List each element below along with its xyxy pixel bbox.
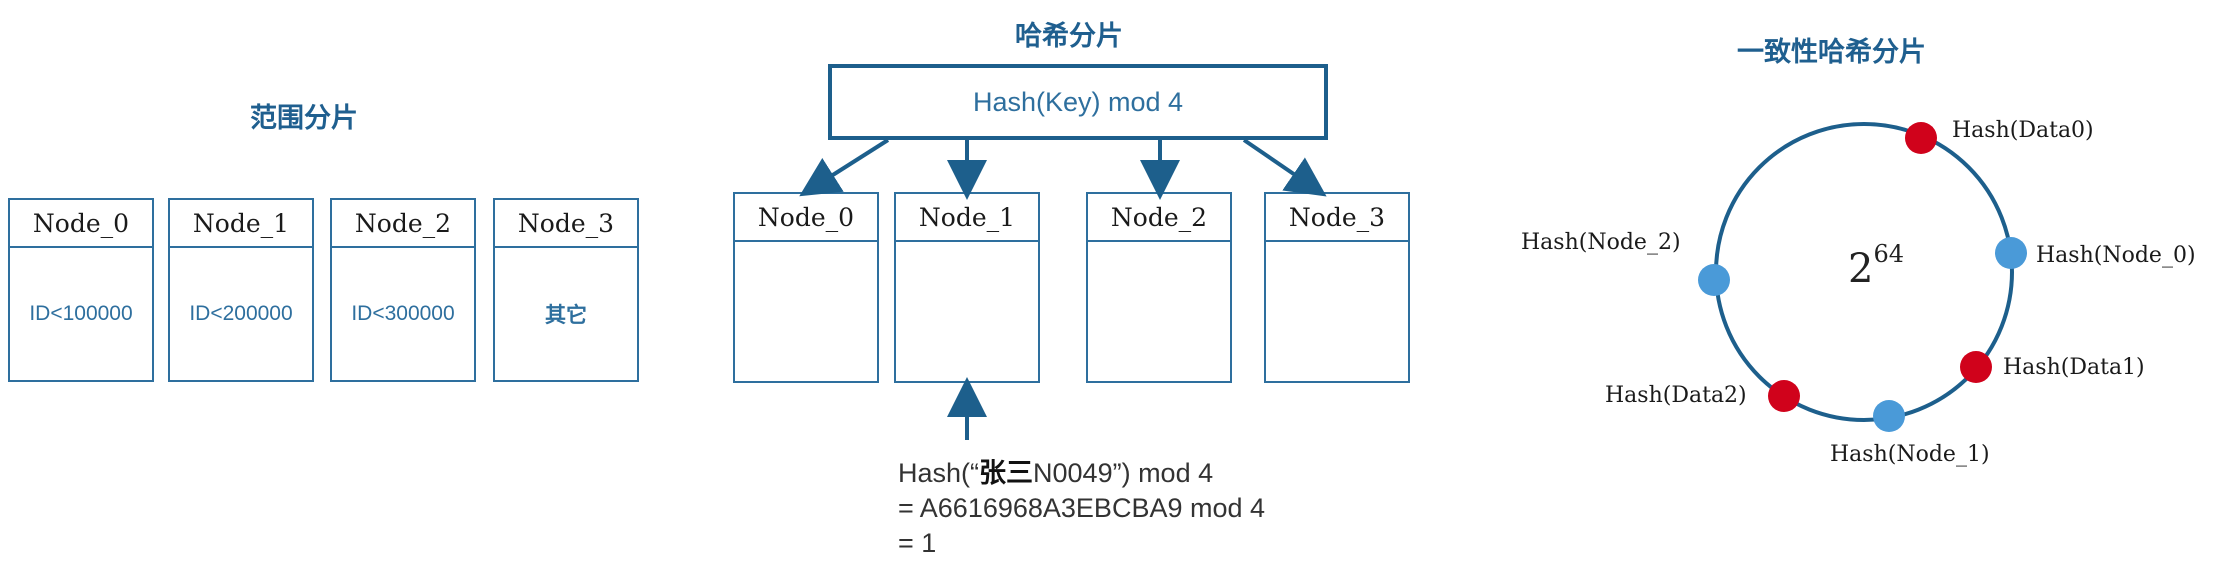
hash-example-line-1: Hash(“张三N0049”) mod 4 [898, 456, 1265, 491]
hash-example-suffix: N0049”) mod 4 [1033, 458, 1214, 488]
range-node-1-range: ID<200000 [189, 302, 293, 325]
range-node-2: Node_2 ID<300000 [330, 198, 476, 382]
label-hash-data0: Hash(Data0) [1952, 118, 2094, 143]
ring-space-label: 264 [1848, 240, 1904, 292]
range-node-2-range: ID<300000 [351, 302, 455, 325]
label-hash-node1: Hash(Node_1) [1830, 442, 1990, 467]
ring-exponent: 64 [1873, 240, 1904, 268]
node1-dot [1873, 400, 1905, 432]
range-node-3-name: Node_3 [495, 200, 637, 248]
node2-dot [1698, 264, 1730, 296]
hash-node-2-name: Node_2 [1088, 194, 1230, 242]
data1-dot [1960, 351, 1992, 383]
arrow-to-node-3 [1242, 138, 1327, 197]
range-node-2-name: Node_2 [332, 200, 474, 248]
range-node-0-name: Node_0 [10, 200, 152, 248]
hash-example-line-2: = A6616968A3EBCBA9 mod 4 [898, 493, 1266, 523]
arrow-to-node-0 [799, 138, 890, 197]
hash-node-1-name: Node_1 [896, 194, 1038, 242]
label-hash-data1: Hash(Data1) [2003, 355, 2145, 380]
range-sharding-title: 范围分片 [250, 103, 358, 134]
range-node-1-name: Node_1 [170, 200, 312, 248]
hash-node-0: Node_0 [733, 192, 879, 383]
range-node-1: Node_1 ID<200000 [168, 198, 314, 382]
hash-example-prefix: Hash(“ [898, 458, 980, 488]
range-node-0: Node_0 ID<100000 [8, 198, 154, 382]
consistent-hash-title: 一致性哈希分片 [1737, 37, 1926, 68]
data0-dot [1905, 122, 1937, 154]
label-hash-data2: Hash(Data2) [1605, 383, 1747, 408]
hash-example-formula: Hash(“张三N0049”) mod 4 = A6616968A3EBCBA9… [898, 456, 1265, 561]
label-hash-node0: Hash(Node_0) [2036, 243, 2196, 268]
hash-node-0-name: Node_0 [735, 194, 877, 242]
hash-function-box: Hash(Key) mod 4 [828, 64, 1328, 140]
hash-example-key: 张三 [979, 458, 1034, 489]
range-node-0-range: ID<100000 [29, 302, 133, 325]
hash-node-3-name: Node_3 [1266, 194, 1408, 242]
range-node-3-range: 其它 [545, 303, 587, 327]
hash-sharding-title: 哈希分片 [1015, 21, 1123, 52]
hash-node-3: Node_3 [1264, 192, 1410, 383]
label-hash-node2: Hash(Node_2) [1521, 230, 1681, 255]
ring-base: 2 [1848, 246, 1874, 292]
hash-node-2: Node_2 [1086, 192, 1232, 383]
hash-node-1: Node_1 [894, 192, 1040, 383]
data2-dot [1768, 380, 1800, 412]
range-node-3: Node_3 其它 [493, 198, 639, 382]
hash-example-line-3: = 1 [898, 528, 937, 558]
node0-dot [1995, 237, 2027, 269]
